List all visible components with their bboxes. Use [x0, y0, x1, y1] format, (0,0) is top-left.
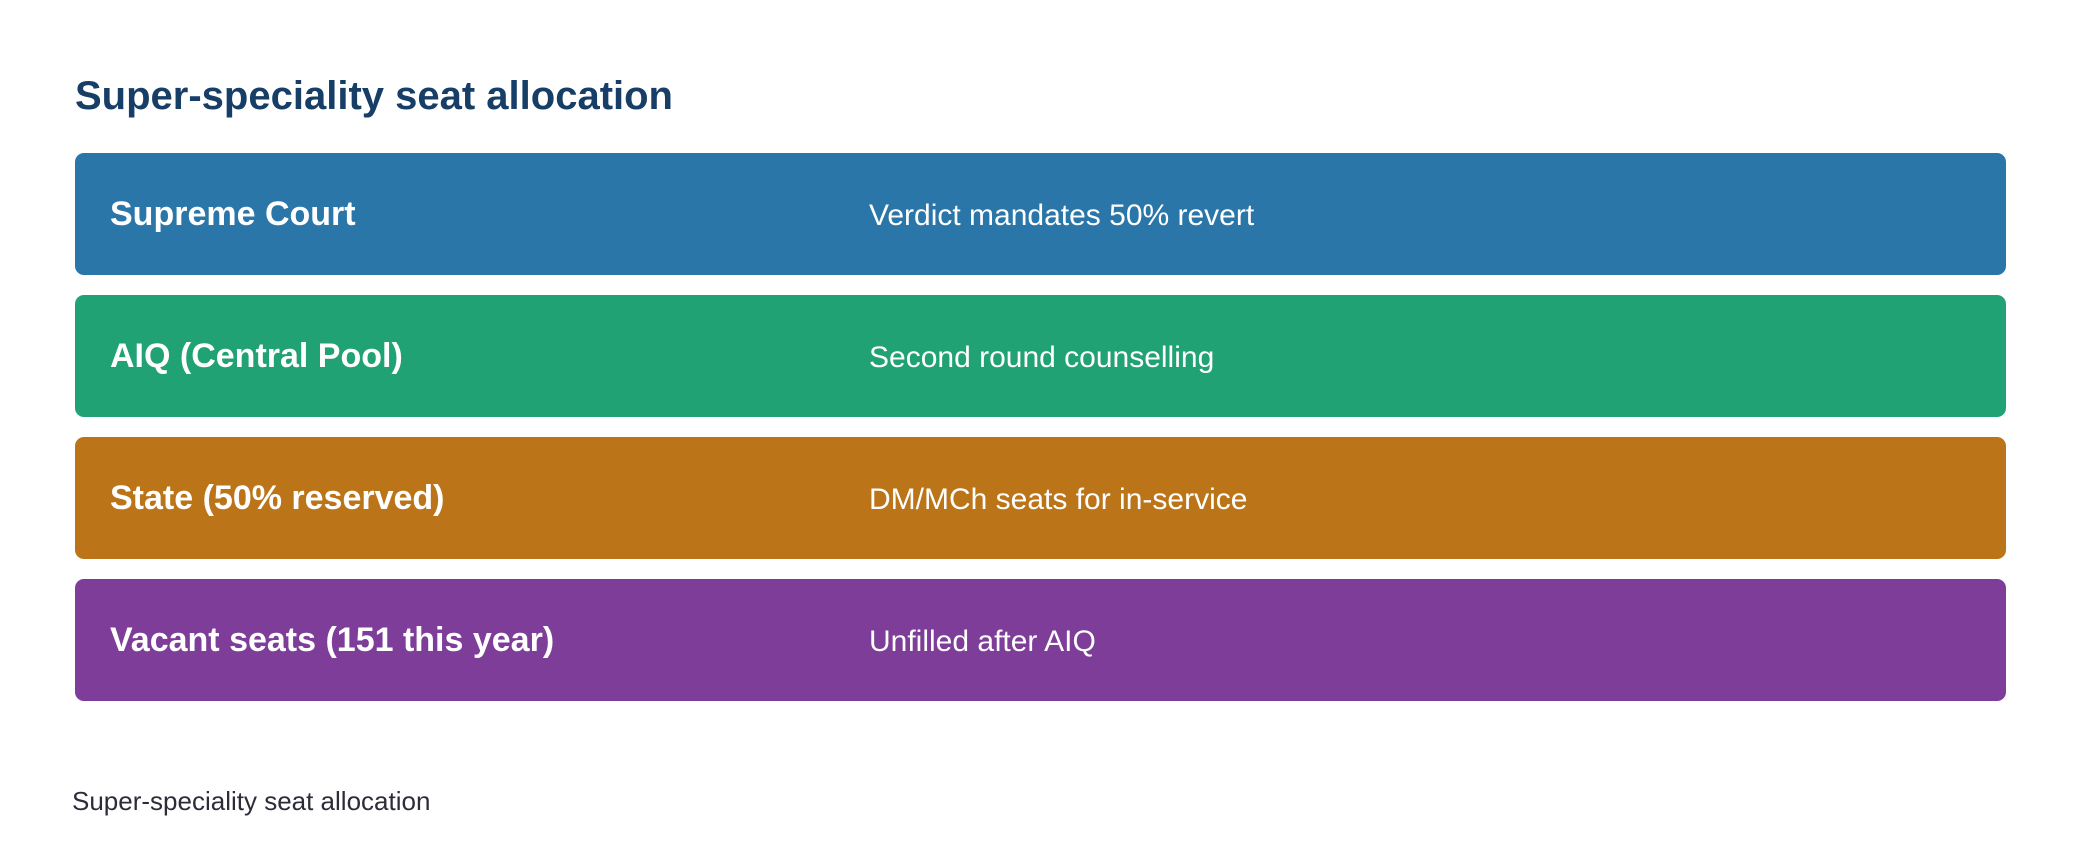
row-description: Verdict mandates 50% revert: [869, 199, 1255, 232]
row-label: Supreme Court: [110, 195, 356, 233]
row-description: Unfilled after AIQ: [869, 625, 1096, 658]
row-state-reserved: State (50% reserved) DM/MCh seats for in…: [75, 437, 2006, 559]
row-label: AIQ (Central Pool): [110, 337, 403, 375]
row-description: DM/MCh seats for in-service: [869, 483, 1248, 516]
row-label: State (50% reserved): [110, 479, 445, 517]
row-description: Second round counselling: [869, 341, 1215, 374]
allocation-rows: Supreme Court Verdict mandates 50% rever…: [75, 153, 2006, 721]
row-label: Vacant seats (151 this year): [110, 621, 555, 659]
diagram-title: Super-speciality seat allocation: [75, 74, 673, 118]
figure-caption: Super-speciality seat allocation: [72, 786, 431, 816]
row-supreme-court: Supreme Court Verdict mandates 50% rever…: [75, 153, 2006, 275]
row-aiq-central-pool: AIQ (Central Pool) Second round counsell…: [75, 295, 2006, 417]
row-vacant-seats: Vacant seats (151 this year) Unfilled af…: [75, 579, 2006, 701]
